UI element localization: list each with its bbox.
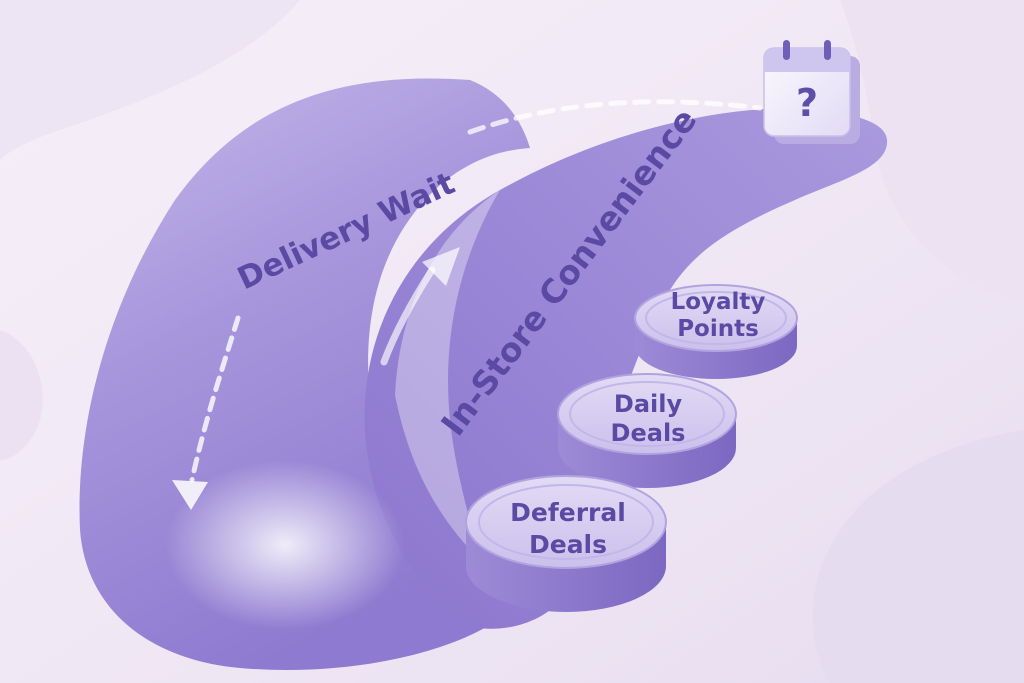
- token-daily-line1: Daily: [614, 390, 683, 418]
- token-daily-line2: Deals: [611, 419, 686, 447]
- token-deferral-line2: Deals: [529, 530, 607, 559]
- calendar-question-mark: ?: [796, 81, 818, 125]
- token-daily-deals: Daily Deals: [557, 373, 737, 488]
- token-deferral-deals: Deferral Deals: [465, 475, 667, 612]
- token-loyalty-points: Loyalty Points: [634, 284, 798, 379]
- token-loyalty-line1: Loyalty: [671, 289, 766, 315]
- calendar-question-icon: ?: [763, 40, 860, 144]
- token-loyalty-line2: Points: [677, 316, 759, 342]
- dashed-connector: [467, 99, 763, 135]
- arrow-up: [380, 266, 436, 366]
- glow-spot: [165, 460, 405, 630]
- arrow-up-head: [422, 247, 460, 286]
- bg-blob: [812, 430, 1024, 683]
- bg-blob: [0, 330, 43, 460]
- bg-blob: [840, 0, 1024, 300]
- bg-blob: [0, 0, 300, 160]
- arrow-down-head: [172, 480, 208, 510]
- dashed-arrow-down: [189, 315, 241, 483]
- token-deferral-line1: Deferral: [510, 498, 626, 527]
- path-highlight: [395, 190, 500, 560]
